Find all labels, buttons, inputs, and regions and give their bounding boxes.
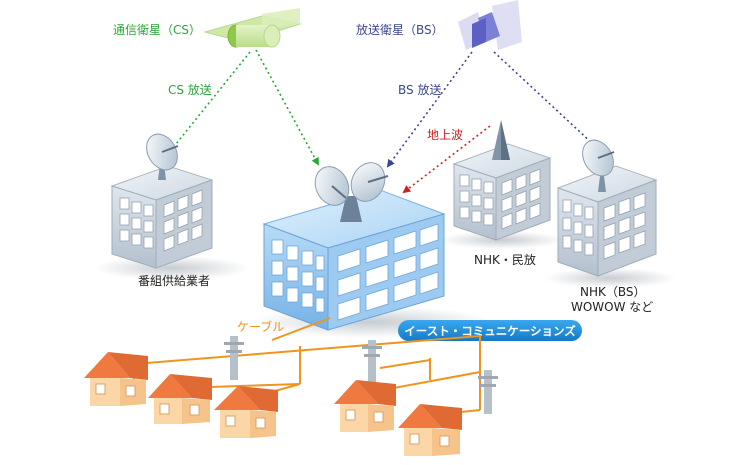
program-supplier-label: 番組供給業者 xyxy=(138,274,210,288)
nhk-bs-building xyxy=(544,139,676,288)
utility-pole-icon xyxy=(224,336,244,380)
house-icon xyxy=(84,352,148,406)
supplier-dish-icon xyxy=(146,133,179,180)
east-communications-building xyxy=(252,162,492,338)
bs-satellite-label: 放送衛星（BS） xyxy=(356,22,444,37)
bs-signal-to-east-arrow xyxy=(386,51,473,168)
nhk-private-building xyxy=(440,120,564,249)
nhk-private-label: NHK・民放 xyxy=(474,252,536,267)
cable-label: ケーブル xyxy=(237,319,284,334)
program-supplier-building xyxy=(94,133,250,280)
bs-satellite-icon xyxy=(458,0,522,50)
house-icon xyxy=(214,386,278,438)
bs-broadcast-label: BS 放送 xyxy=(398,82,441,97)
terrestrial-signal-arrow xyxy=(402,125,491,194)
cs-satellite-label: 通信衛星（CS） xyxy=(113,23,201,37)
bs-signal-to-nhk-line xyxy=(493,51,595,146)
nhk-bs-label-line1: NHK（BS） xyxy=(580,285,646,299)
cs-signal-to-supplier-line xyxy=(175,51,251,145)
house-icon xyxy=(398,404,462,456)
house-icon xyxy=(148,374,212,424)
east-communications-badge: イースト・コミュニケーションズ xyxy=(398,320,582,341)
utility-pole-icon xyxy=(478,370,498,414)
broadcast-tower-icon xyxy=(492,120,510,160)
house-icon xyxy=(334,380,396,432)
terrestrial-label: 地上波 xyxy=(427,128,463,142)
nhk-bs-dish-icon xyxy=(582,139,615,192)
utility-pole-icon xyxy=(362,340,382,384)
cs-signal-to-east-arrow xyxy=(255,49,319,166)
nhk-bs-label-line2: WOWOW など xyxy=(571,300,653,314)
cs-broadcast-label: CS 放送 xyxy=(168,82,212,97)
cs-satellite-icon xyxy=(203,8,302,48)
east-communications-label: イースト・コミュニケーションズ xyxy=(404,324,576,338)
east-dish-icon xyxy=(314,162,389,222)
